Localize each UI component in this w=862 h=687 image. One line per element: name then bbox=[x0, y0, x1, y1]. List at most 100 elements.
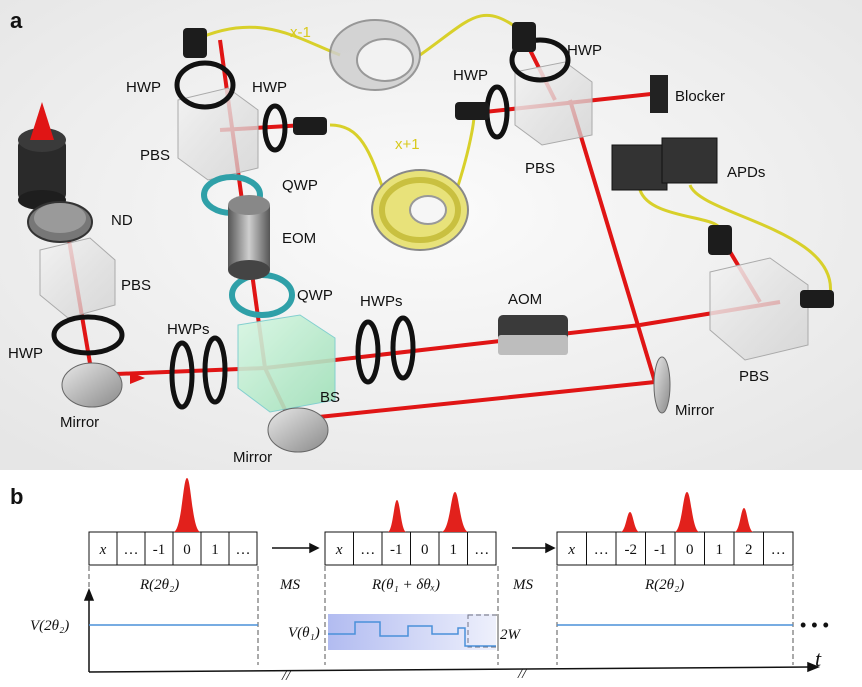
register-cell bbox=[467, 531, 497, 566]
register-cell-label: … bbox=[474, 542, 489, 558]
hwp-top-left-plate bbox=[174, 60, 236, 110]
pbs-left bbox=[39, 237, 116, 319]
label-pbs-right: PBS bbox=[739, 368, 769, 385]
pulse-reg1-0 bbox=[174, 478, 200, 532]
panel-a-label: a bbox=[10, 8, 23, 33]
nd-filter bbox=[27, 201, 93, 243]
register-cell-label: -1 bbox=[153, 542, 166, 558]
label-blocker: Blocker bbox=[675, 88, 725, 105]
label-hwp-top-mid: HWP bbox=[252, 79, 287, 96]
label-hwps-left: HWPs bbox=[167, 321, 210, 338]
register-cell bbox=[704, 531, 735, 566]
hwp-top-right-b-plate bbox=[509, 37, 571, 83]
label-nd: ND bbox=[111, 212, 133, 229]
pulse-reg3-minus2 bbox=[621, 512, 639, 532]
v-lower-label: V(θ₁) bbox=[288, 625, 320, 641]
continuation-dots: • • • bbox=[800, 615, 829, 635]
label-bs: BS bbox=[320, 389, 340, 406]
register-cell-label: 1 bbox=[450, 542, 458, 558]
arrow-label-ms-2: MS bbox=[512, 577, 533, 593]
hwps-left-plate-2 bbox=[202, 335, 228, 405]
pulse-reg2-1 bbox=[442, 492, 468, 532]
hwp-left-plate bbox=[51, 314, 125, 356]
operator-2: R(θ₁ + δθₓ) bbox=[371, 577, 440, 593]
register-cell-label: x bbox=[99, 542, 107, 558]
hwps-left-plate-1 bbox=[169, 340, 195, 410]
pulse-reg3-2 bbox=[735, 508, 753, 532]
register-cell-label: -1 bbox=[654, 542, 667, 558]
hwps-mid-plate-1 bbox=[355, 319, 381, 385]
register-cell bbox=[88, 531, 118, 566]
arrow-label-ms-1: MS bbox=[279, 577, 300, 593]
register-cell bbox=[645, 531, 676, 566]
x-axis-arrowhead bbox=[807, 661, 821, 673]
register-cell-label: x bbox=[335, 542, 343, 558]
label-x-minus-1: x-1 bbox=[290, 24, 311, 41]
label-hwps-mid: HWPs bbox=[360, 293, 403, 310]
register-cell-label: … bbox=[360, 542, 375, 558]
register-cell-label: x bbox=[567, 542, 575, 558]
mirror-right bbox=[653, 356, 671, 414]
register-cell bbox=[586, 531, 617, 566]
register-cell bbox=[763, 531, 794, 566]
register-cell-label: … bbox=[771, 542, 786, 558]
fiber-spool-upper bbox=[329, 19, 421, 91]
voltage-noise-band bbox=[328, 614, 496, 650]
register-cell bbox=[228, 531, 258, 566]
label-qwp-upper: QWP bbox=[282, 177, 318, 194]
label-mirror-right: Mirror bbox=[675, 402, 714, 419]
pbs-top-left bbox=[177, 87, 259, 181]
label-mirror-left: Mirror bbox=[60, 414, 99, 431]
apds bbox=[611, 137, 718, 191]
operator-3: R(2θ₂) bbox=[644, 577, 684, 593]
label-hwp-top-right-a: HWP bbox=[453, 67, 488, 84]
register-cell bbox=[410, 531, 440, 566]
laser-arrow-icon bbox=[30, 102, 54, 140]
v-lower-trace bbox=[328, 621, 496, 647]
mirror-bottom bbox=[267, 407, 329, 453]
coupler-top-right-a bbox=[455, 102, 489, 120]
pulses bbox=[174, 478, 753, 532]
label-mirror-bottom: Mirror bbox=[233, 449, 272, 466]
coupler-right-side bbox=[800, 290, 834, 308]
laser-source bbox=[18, 102, 66, 210]
register-cell bbox=[381, 531, 411, 566]
pbs-top-right bbox=[514, 61, 593, 146]
coupler-top-right-b bbox=[512, 22, 536, 52]
aom bbox=[498, 315, 568, 355]
transition-arrows bbox=[272, 542, 556, 554]
register-cell bbox=[324, 531, 354, 566]
v-upper-label: V(2θ₂) bbox=[30, 618, 69, 634]
label-pbs-top-left: PBS bbox=[140, 147, 170, 164]
label-x-plus-1: x+1 bbox=[395, 136, 420, 153]
label-aom: AOM bbox=[508, 291, 542, 308]
label-qwp-lower: QWP bbox=[297, 287, 333, 304]
panel-b-label: b bbox=[10, 484, 23, 509]
operator-1: R(2θ₂) bbox=[139, 577, 179, 593]
time-axes bbox=[83, 587, 821, 673]
waveplates bbox=[51, 37, 571, 410]
fiber-couplers bbox=[183, 22, 834, 308]
coupler-top-left bbox=[183, 28, 207, 58]
label-apds: APDs bbox=[727, 164, 765, 181]
label-hwp-left: HWP bbox=[8, 345, 43, 362]
register-cell-label: -2 bbox=[625, 542, 638, 558]
mirror-left bbox=[61, 362, 123, 408]
pulse-reg2-minus1 bbox=[388, 500, 406, 532]
width-label: 2W bbox=[500, 627, 522, 643]
register-cell bbox=[200, 531, 230, 566]
register-cell-label: 1 bbox=[211, 542, 219, 558]
register-cell-label: 0 bbox=[183, 542, 191, 558]
fiber-spool-lower bbox=[371, 169, 469, 251]
pbs-right bbox=[709, 257, 809, 361]
register-cell-label: … bbox=[124, 542, 139, 558]
hwp-top-mid-plate bbox=[262, 103, 288, 153]
beam-blocker bbox=[650, 75, 668, 113]
register-cell bbox=[674, 531, 705, 566]
register-cell-label: 0 bbox=[421, 542, 429, 558]
